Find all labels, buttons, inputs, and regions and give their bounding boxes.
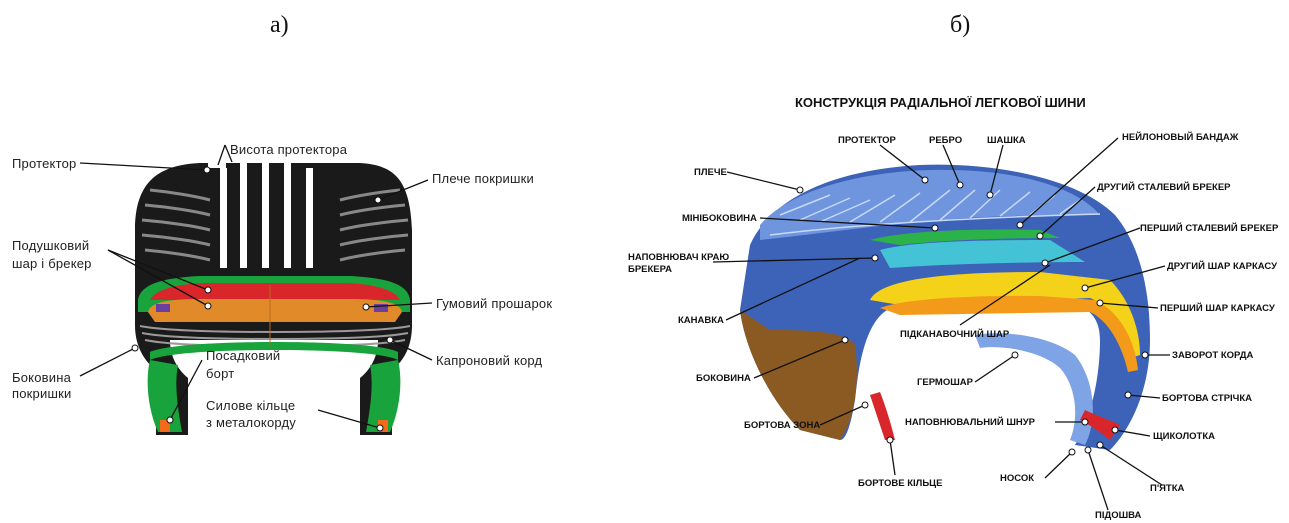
label-b-cord-turn: ЗАВОРОТ КОРДА <box>1172 350 1254 361</box>
label-bead-ring-1: Силове кільце <box>206 398 295 413</box>
label-b-sole: ПІДОШВА <box>1095 510 1142 521</box>
label-b-first-ply: ПЕРШИЙ ШАР КАРКАСУ <box>1160 302 1275 314</box>
label-b-apex: НАПОВНЮВАЛЬНИЙ ШНУР <box>905 416 1036 428</box>
label-b-shoulder: ПЛЕЧЕ <box>694 167 727 178</box>
label-b-heel: П'ЯТКА <box>1150 483 1185 494</box>
label-b-block: ШАШКА <box>987 135 1026 146</box>
label-b-second-steel: ДРУГИЙ СТАЛЕВИЙ БРЕКЕР <box>1097 181 1231 193</box>
label-b-nylon-band: НЕЙЛОНОВЫЙ БАНДАЖ <box>1122 131 1239 143</box>
label-bead-2: борт <box>206 366 234 381</box>
label-b-groove: КАНАВКА <box>678 315 724 326</box>
panel-a-label: а) <box>270 12 289 38</box>
label-nylon-cord: Капроновий корд <box>436 353 543 368</box>
label-b-filler-2: БРЕКЕРА <box>628 264 672 275</box>
label-shoulder: Плече покришки <box>432 171 534 186</box>
inner-liner-b <box>975 333 1093 445</box>
label-b-mini-sidewall: МІНІБОКОВИНА <box>682 213 757 224</box>
label-tread: Протектор <box>12 156 76 171</box>
tire-cross-section-a <box>135 140 412 435</box>
label-b-sub-groove: ПІДКАНАВОЧНИЙ ШАР <box>900 328 1010 340</box>
label-b-protector: ПРОТЕКТОР <box>838 135 897 146</box>
tire-cutaway-b <box>740 165 1150 450</box>
label-b-bead-tape: БОРТОВА СТРІЧКА <box>1162 393 1252 404</box>
label-b-chafer: ЩИКОЛОТКА <box>1153 431 1215 442</box>
label-b-filler-1: НАПОВНЮВАЧ КРАЮ <box>628 252 729 263</box>
purple-strip-left <box>156 304 170 312</box>
label-bead-ring-2: з металокорду <box>206 415 296 430</box>
red-breaker-layer <box>150 283 400 300</box>
panel-b-label: б) <box>950 12 970 38</box>
label-sidewall-1: Боковина <box>12 370 72 385</box>
label-b-bead-ring: БОРТОВЕ КІЛЬЦЕ <box>858 478 942 489</box>
label-rubber-layer: Гумовий прошарок <box>436 296 552 311</box>
label-b-second-ply: ДРУГИЙ ШАР КАРКАСУ <box>1167 260 1277 272</box>
label-sidewall-2: покришки <box>12 386 71 401</box>
orange-cushion-layer <box>148 299 402 322</box>
label-cushion-1: Подушковий <box>12 238 89 253</box>
bead-red-left <box>870 392 895 440</box>
label-b-rib: РЕБРО <box>929 135 962 146</box>
label-tread-height: Висота протектора <box>230 142 348 157</box>
title-b: КОНСТРУКЦІЯ РАДІАЛЬНОЇ ЛЕГКОВОЇ ШИНИ <box>795 95 1086 110</box>
label-b-first-steel: ПЕРШИЙ СТАЛЕВИЙ БРЕКЕР <box>1140 222 1279 234</box>
label-b-inner-liner: ГЕРМОШАР <box>917 377 974 388</box>
label-b-bead-zone: БОРТОВА ЗОНА <box>744 420 820 431</box>
label-cushion-2: шар і брекер <box>12 256 92 271</box>
label-b-toe: НОСОК <box>1000 473 1034 484</box>
label-bead-1: Посадковий <box>206 348 280 363</box>
label-b-sidewall: БОКОВИНА <box>696 373 751 384</box>
